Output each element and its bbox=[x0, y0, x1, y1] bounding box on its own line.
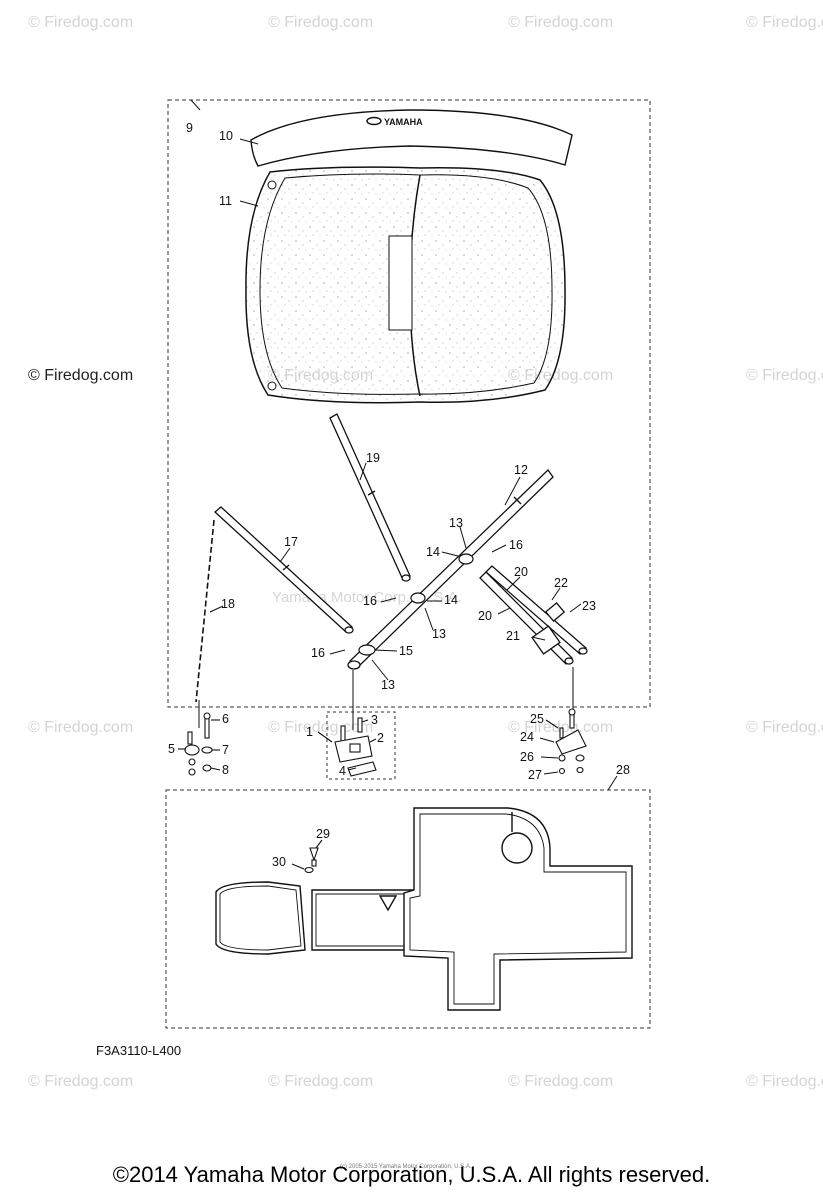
callout-16-a: 16 bbox=[509, 538, 523, 552]
fasteners-29-30 bbox=[291, 839, 323, 874]
watermark-top-4: © Firedog.com bbox=[746, 14, 823, 31]
fine-print: (c) 2005-2015 Yamaha Motor Corporation, … bbox=[340, 1164, 472, 1170]
callout-13-c: 13 bbox=[381, 678, 395, 692]
callout-14-a: 14 bbox=[426, 545, 440, 559]
mat-group-box bbox=[165, 789, 651, 1029]
callout-21: 21 bbox=[506, 629, 520, 643]
callout-13-a: 13 bbox=[449, 516, 463, 530]
callout-2: 2 bbox=[377, 731, 384, 745]
callout-14-b: 14 bbox=[444, 593, 458, 607]
copyright-notice: ©2014 Yamaha Motor Corporation, U.S.A. A… bbox=[112, 1162, 711, 1187]
callout-17: 17 bbox=[284, 535, 298, 549]
watermark-bot-2: © Firedog.com bbox=[268, 1073, 374, 1090]
callout-26: 26 bbox=[520, 750, 534, 764]
callout-25: 25 bbox=[530, 712, 544, 726]
watermark-top-1: © Firedog.com bbox=[28, 14, 134, 31]
pole-17 bbox=[214, 506, 354, 634]
pole-19 bbox=[329, 413, 411, 582]
callout-30: 30 bbox=[272, 855, 286, 869]
poles-20-23 bbox=[479, 565, 588, 665]
cover-group-box bbox=[167, 99, 651, 708]
callout-13-b: 13 bbox=[432, 627, 446, 641]
watermark-row3-1: © Firedog.com bbox=[28, 719, 134, 736]
callout-23: 23 bbox=[582, 599, 596, 613]
callout-6: 6 bbox=[222, 712, 229, 726]
callout-20-b: 20 bbox=[478, 609, 492, 623]
callout-9: 9 bbox=[186, 121, 193, 135]
callout-16-b: 16 bbox=[363, 594, 377, 608]
mat-set-28 bbox=[215, 807, 633, 1011]
watermark-row3-2: © Firedog.com bbox=[268, 719, 374, 736]
joints-14-15 bbox=[358, 553, 474, 656]
bracket-group-box bbox=[326, 711, 396, 780]
cover-part bbox=[245, 166, 566, 404]
callout-7: 7 bbox=[222, 743, 229, 757]
strap-brand-text: YAMAHA bbox=[384, 117, 423, 127]
callout-8: 8 bbox=[222, 763, 229, 777]
callout-1: 1 bbox=[306, 725, 313, 739]
callout-27: 27 bbox=[528, 768, 542, 782]
callout-18: 18 bbox=[221, 597, 235, 611]
watermark-bot-3: © Firedog.com bbox=[508, 1073, 614, 1090]
callout-4: 4 bbox=[339, 764, 346, 778]
callout-15: 15 bbox=[399, 644, 413, 658]
callout-labels: 9 10 11 19 12 13 14 16 17 18 16 14 13 20… bbox=[168, 121, 630, 869]
watermark-bot-4: © Firedog.com bbox=[746, 1073, 823, 1090]
callout-22: 22 bbox=[554, 576, 568, 590]
cord-18 bbox=[195, 519, 215, 703]
callout-24: 24 bbox=[520, 730, 534, 744]
bracket-hardware-1-4 bbox=[317, 717, 377, 777]
callout-10: 10 bbox=[219, 129, 233, 143]
drawing-code: F3A3110-L400 bbox=[96, 1043, 182, 1058]
callout-5: 5 bbox=[168, 742, 175, 756]
callout-3: 3 bbox=[371, 713, 378, 727]
watermark-top-3: © Firedog.com bbox=[508, 14, 614, 31]
watermark-mid-left: © Firedog.com bbox=[28, 367, 134, 384]
hardware-24-27 bbox=[539, 708, 587, 775]
watermark-row3-4: © Firedog.com bbox=[746, 719, 823, 736]
callout-29: 29 bbox=[316, 827, 330, 841]
leader-lines bbox=[190, 99, 618, 791]
callout-11: 11 bbox=[219, 194, 232, 208]
callout-19: 19 bbox=[366, 451, 380, 465]
watermark-bot-1: © Firedog.com bbox=[28, 1073, 134, 1090]
callout-16-c: 16 bbox=[311, 646, 325, 660]
watermark-mid-4: © Firedog.com bbox=[746, 367, 823, 384]
strap-part bbox=[250, 109, 573, 167]
hardware-5-8 bbox=[178, 712, 221, 776]
callout-28: 28 bbox=[616, 763, 630, 777]
callout-20-a: 20 bbox=[514, 565, 528, 579]
callout-12: 12 bbox=[514, 463, 528, 477]
watermark-top-2: © Firedog.com bbox=[268, 14, 374, 31]
